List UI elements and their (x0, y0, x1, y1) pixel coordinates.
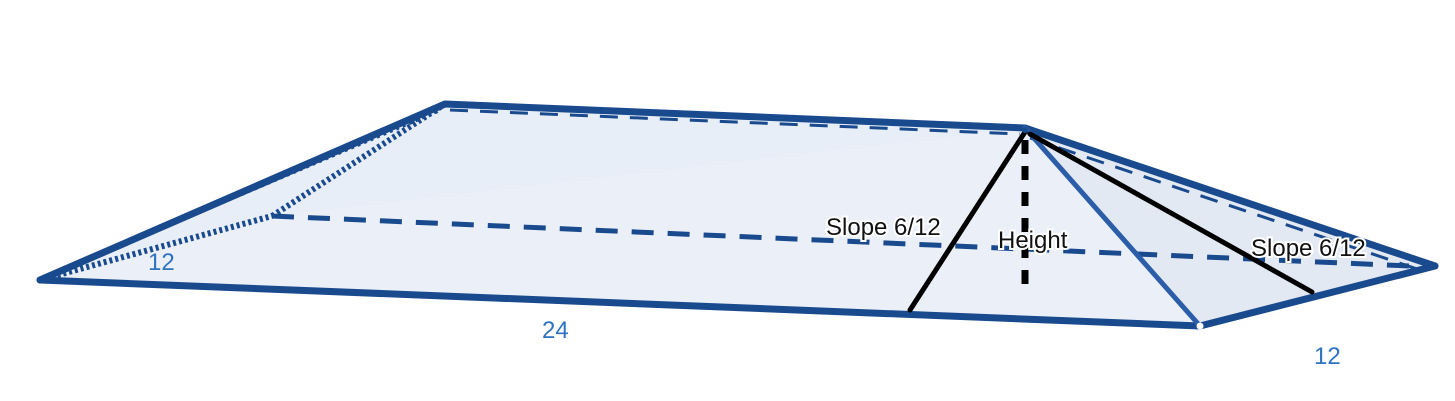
outline-left-ridge-edge (36, 100, 1439, 284)
ridge-apex-point (1022, 127, 1028, 133)
right-end-face (1025, 128, 1435, 326)
right-slope-line (1027, 131, 1315, 295)
front-length-label: 24 (542, 317, 569, 344)
front-slope-label: Slope 6/12 (826, 214, 941, 241)
front-hip-edge (1022, 125, 1203, 329)
left-width-label: 12 (148, 249, 175, 276)
front-face (40, 128, 1200, 326)
height-label: Height (998, 227, 1068, 254)
ridge-inner-dashed (449, 108, 1021, 136)
base-back-edge-dashed (271, 213, 1411, 269)
right-width-label: 12 (1314, 343, 1341, 370)
front-slope-line (907, 129, 1028, 313)
right-hip-inner-dashed (1029, 136, 1421, 272)
right-slope-label: Slope 6/12 (1251, 235, 1366, 262)
front-corner-point (1196, 322, 1204, 330)
left-hip-dotted-edge (39, 213, 273, 283)
left-hip-ridge-dotted-edge (270, 101, 447, 219)
